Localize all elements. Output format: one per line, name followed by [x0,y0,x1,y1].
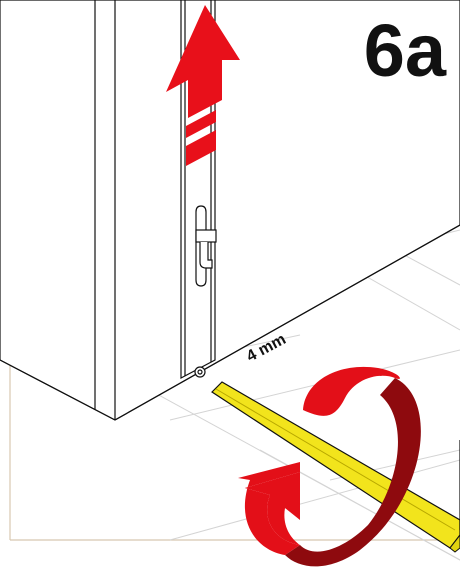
step-number: 6a [363,9,446,92]
rotate-arrow-icon [238,366,421,567]
cabinet [0,0,460,421]
lift-up-arrow-icon [166,5,240,166]
latch-hook [195,205,217,287]
adjustment-screw [194,366,206,378]
